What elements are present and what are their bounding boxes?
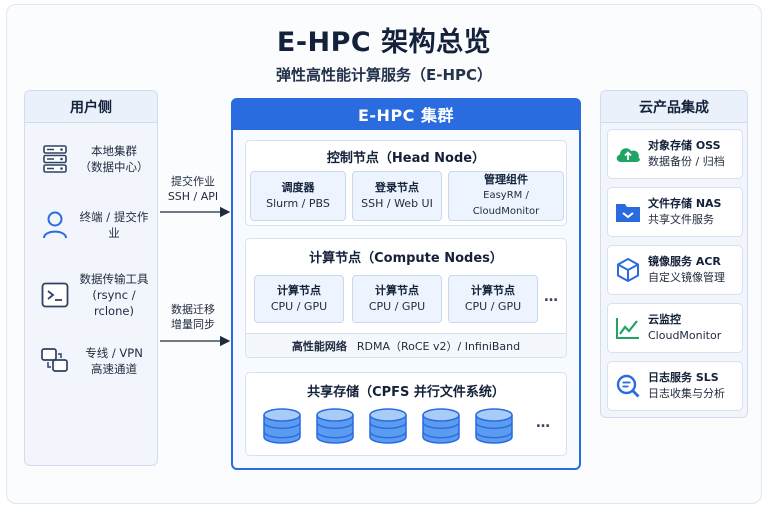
head-box-scheduler: 调度器 Slurm / PBS xyxy=(250,171,346,221)
network-detail: RDMA（RoCE v2）/ InfiniBand xyxy=(356,339,521,353)
user-item-line1: 数据传输工具 xyxy=(79,272,149,286)
cloud-card-desc: 自定义镜像管理 xyxy=(648,271,725,284)
cloud-card-desc: 日志收集与分析 xyxy=(648,387,725,400)
user-item-local-cluster: 本地集群 （数据中心） xyxy=(25,143,159,175)
storage-title: 共享存储（CPFS 并行文件系统） xyxy=(307,385,505,400)
box-name: 计算节点 xyxy=(277,284,321,297)
cloud-card-oss: 对象存储 OSS 数据备份 / 归档 xyxy=(607,129,743,179)
storage-disk-icon xyxy=(263,408,301,444)
network-bar: 高性能网络 RDMA（RoCE v2）/ InfiniBand xyxy=(246,333,566,357)
user-icon xyxy=(35,210,75,240)
user-item-line1: 本地集群 xyxy=(91,144,137,158)
cloud-card-desc: 共享文件服务 xyxy=(648,213,714,226)
user-item-line1: 终端 / 提交作业 xyxy=(79,210,149,240)
page-title: E-HPC 架构总览 xyxy=(276,27,492,58)
cloud-card-desc: CloudMonitor xyxy=(648,329,722,342)
storage-section: 共享存储（CPFS 并行文件系统） … xyxy=(245,372,567,456)
page-subtitle: 弹性高性能计算服务（E-HPC） xyxy=(275,66,493,84)
cloud-card-name: 日志服务 SLS xyxy=(648,371,719,384)
head-node-title: 控制节点（Head Node） xyxy=(326,151,486,166)
box-detail: Slurm / PBS xyxy=(266,197,330,210)
box-name: 登录节点 xyxy=(375,181,419,194)
box-detail: CPU / GPU xyxy=(270,300,328,313)
user-item-vpn: 专线 / VPN 高速通道 xyxy=(25,345,159,377)
box-name: 调度器 xyxy=(281,181,315,194)
monitor-icon xyxy=(608,316,648,340)
user-item-line1: 专线 / VPN xyxy=(85,346,143,360)
arrow-label-migrate: 数据迁移 增量同步 xyxy=(158,302,228,332)
network-label: 高性能网络 xyxy=(291,339,347,353)
acr-icon xyxy=(608,257,648,283)
storage-disk-icon xyxy=(422,408,460,444)
cloud-card-acr: 镜像服务 ACR 自定义镜像管理 xyxy=(607,245,743,295)
arrow-label-submit: 提交作业 SSH / API xyxy=(158,174,228,204)
cloud-card-desc: 数据备份 / 归档 xyxy=(648,155,725,168)
user-item-terminal: 终端 / 提交作业 xyxy=(25,209,159,241)
more-disks-ellipsis: … xyxy=(536,415,550,431)
arrow-label-line2: SSH / API xyxy=(167,190,219,203)
box-name: 计算节点 xyxy=(471,284,515,297)
arrow-label-line2: 增量同步 xyxy=(171,318,215,331)
vpn-icon xyxy=(35,346,75,376)
cloud-card-name: 云监控 xyxy=(648,313,681,326)
storage-disk-icon xyxy=(475,408,513,444)
cloud-card-nas: 文件存储 NAS 共享文件服务 xyxy=(607,187,743,237)
compute-title: 计算节点（Compute Nodes） xyxy=(309,251,503,266)
cloud-card-name: 文件存储 NAS xyxy=(648,197,722,210)
user-side-panel: 用户侧 本地集群 （数据中心） xyxy=(24,90,158,466)
user-item-line2: (rsync / rclone) xyxy=(92,288,136,318)
compute-node-1: 计算节点 CPU / GPU xyxy=(254,275,344,323)
user-side-heading: 用户侧 xyxy=(25,91,157,123)
storage-disk-icon xyxy=(369,408,407,444)
sls-icon xyxy=(608,373,648,399)
box-detail: SSH / Web UI xyxy=(361,197,433,210)
user-item-transfer-tool: 数据传输工具 (rsync / rclone) xyxy=(25,271,159,319)
nas-icon xyxy=(608,200,648,224)
cloud-card-sls: 日志服务 SLS 日志收集与分析 xyxy=(607,361,743,411)
server-icon xyxy=(35,144,75,174)
box-detail: EasyRM / CloudMonitor xyxy=(472,190,540,217)
cloud-card-name: 镜像服务 ACR xyxy=(648,255,721,268)
cloud-card-monitor: 云监控 CloudMonitor xyxy=(607,303,743,353)
box-detail: CPU / GPU xyxy=(368,300,426,313)
head-box-management: 管理组件 EasyRM / CloudMonitor xyxy=(448,171,564,221)
arrow-label-line1: 数据迁移 xyxy=(171,303,215,316)
compute-node-3: 计算节点 CPU / GPU xyxy=(448,275,538,323)
user-item-line2: 高速通道 xyxy=(91,362,137,376)
head-box-login: 登录节点 SSH / Web UI xyxy=(352,171,442,221)
cloud-integration-panel: 云产品集成 对象存储 OSS 数据备份 / 归档 文件存储 NAS 共享文件服务 xyxy=(600,90,748,418)
cloud-card-name: 对象存储 OSS xyxy=(648,139,721,152)
terminal-icon xyxy=(35,282,75,308)
compute-section: 计算节点（Compute Nodes） 计算节点 CPU / GPU 计算节点 … xyxy=(245,238,567,358)
oss-icon xyxy=(608,142,648,166)
more-nodes-ellipsis: … xyxy=(544,289,558,305)
head-node-section: 控制节点（Head Node） 调度器 Slurm / PBS 登录节点 SSH… xyxy=(245,140,567,226)
compute-node-2: 计算节点 CPU / GPU xyxy=(352,275,442,323)
arrow-label-line1: 提交作业 xyxy=(171,175,215,188)
box-name: 管理组件 xyxy=(484,173,528,186)
cluster-heading: E-HPC 集群 xyxy=(231,98,581,130)
storage-disk-icon xyxy=(316,408,354,444)
cloud-side-heading: 云产品集成 xyxy=(601,91,747,123)
user-item-line2: （数据中心） xyxy=(79,160,149,174)
box-detail: CPU / GPU xyxy=(464,300,522,313)
ehpc-cluster: E-HPC 集群 控制节点（Head Node） 调度器 Slurm / PBS… xyxy=(231,98,581,470)
disk-row xyxy=(263,408,513,444)
box-name: 计算节点 xyxy=(375,284,419,297)
